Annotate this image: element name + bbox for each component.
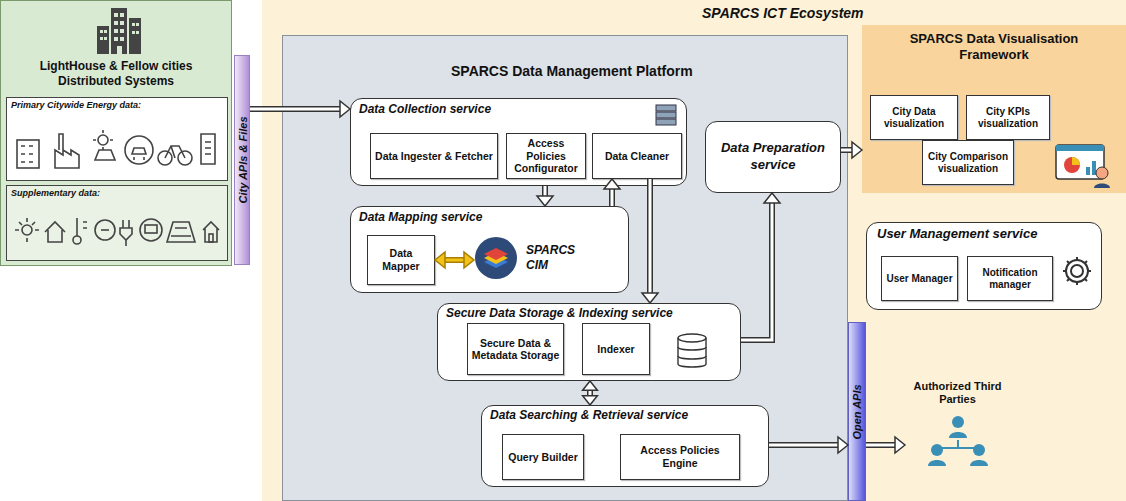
platform-region: SPARCS Data Management Platform Data Col…: [282, 35, 848, 501]
connector-outline: [866, 442, 895, 448]
connector-outline: [769, 442, 838, 448]
connector-outline: [841, 147, 852, 153]
service-box: Data Preparation service: [705, 121, 841, 193]
node-label: Data Ingester & Fetcher: [375, 150, 493, 163]
component-box: City KPIs visualization: [966, 95, 1050, 140]
third-party-group: Authorized Third Parties: [905, 380, 1010, 475]
service-box: User Management serviceUser Manager Notif…: [866, 222, 1102, 310]
node-label: Access Policies Configurator: [510, 137, 582, 175]
component-box: Data Cleaner: [592, 133, 682, 179]
component-box: City Comparison visualization: [922, 140, 1014, 185]
connector-fill: [611, 189, 614, 206]
node-label: Notification manager: [971, 267, 1049, 291]
server-icon: [653, 103, 679, 127]
connector-outline: [250, 106, 340, 112]
node-label: Data Mapper: [371, 247, 431, 272]
node-label: Query Builder: [508, 451, 577, 464]
city-buildings-icon: [93, 4, 145, 56]
component-box: Query Builder: [502, 434, 584, 480]
node-label: Data Mapping service: [359, 210, 579, 224]
service-box: Secure Data Storage & Indexing serviceSe…: [437, 303, 741, 381]
api-bar: City APIs & Files: [234, 55, 250, 265]
energy-data-icons: [15, 126, 221, 176]
connector-fill: [445, 259, 464, 262]
node-label: LightHouse & Fellow cities Distributed S…: [26, 59, 206, 89]
connector-fill: [841, 149, 852, 152]
cim-icon: [474, 236, 518, 280]
node-label: Data Cleaner: [605, 150, 669, 163]
connector-outline: [609, 189, 615, 206]
api-bar: Open APIs: [848, 322, 866, 501]
node-label: SPARCS Data Visualisation Framework: [894, 31, 1094, 64]
data-group-box: Primary Citywide Energy data:: [6, 97, 228, 181]
component-box: User Manager: [881, 256, 958, 301]
node-label: Open APIs: [851, 384, 863, 439]
node-label: Authorized Third Parties: [913, 380, 1003, 406]
node-label: SPARCS ICT Ecosystem: [702, 5, 942, 21]
component-box: Notification manager: [967, 256, 1053, 301]
node-label: Primary Citywide Energy data:: [11, 100, 231, 110]
component-box: Data Ingester & Fetcher: [370, 133, 498, 179]
component-box: Data Mapper: [367, 235, 435, 285]
node-label: Data Preparation service: [710, 140, 836, 174]
connector-fill: [649, 179, 652, 293]
component-box: City Data visualization: [870, 95, 958, 140]
connector-outline: [647, 179, 653, 293]
node-label: SPARCS Data Management Platform: [451, 63, 731, 79]
connector-outline: [445, 257, 464, 263]
component-box: Secure Data & Metadata Storage: [467, 323, 564, 375]
cim-model: SPARCS CIM: [472, 230, 582, 286]
connector-fill: [589, 390, 592, 396]
dashboard-icon: [1054, 143, 1114, 189]
node-label: Indexer: [597, 343, 634, 356]
node-label: Supplementary data:: [11, 188, 231, 198]
connector-outline: [542, 186, 548, 196]
node-label: Secure Data & Metadata Storage: [471, 337, 560, 361]
node-label: User Manager: [886, 273, 952, 285]
connector-fill: [250, 108, 340, 111]
component-box: Access Policies Configurator: [506, 133, 586, 179]
connector-fill: [769, 444, 838, 447]
component-box: Indexer: [582, 323, 650, 375]
service-box: Data Mapping serviceData Mapper SPARCS C…: [350, 206, 629, 293]
connector-outline: [587, 390, 593, 396]
node-label: Data Collection service: [359, 102, 619, 116]
ecosystem-region: SPARCS ICT EcosystemSPARCS Data Manageme…: [262, 0, 1126, 501]
connector-fill: [866, 444, 895, 447]
data-group-box: Supplementary data:: [6, 185, 228, 261]
source-panel: LightHouse & Fellow cities Distributed S…: [0, 0, 232, 266]
node-label: Secure Data Storage & Indexing service: [446, 306, 736, 320]
node-label: SPARCS CIM: [526, 243, 582, 273]
node-label: City KPIs visualization: [970, 106, 1046, 130]
visualisation-panel: SPARCS Data Visualisation FrameworkCity …: [862, 25, 1126, 193]
service-box: Data Searching & Retrieval serviceQuery …: [481, 405, 769, 487]
people-network-icon: [927, 414, 989, 472]
service-box: Data Collection serviceData Ingester & F…: [350, 98, 687, 186]
component-box: Access Policies Engine: [620, 434, 740, 480]
database-icon: [674, 330, 710, 372]
node-label: City Comparison visualization: [926, 151, 1010, 175]
connector-fill: [544, 186, 547, 196]
node-label: Access Policies Engine: [624, 444, 736, 469]
gear-icon: [1061, 255, 1093, 287]
node-label: City APIs & Files: [236, 116, 248, 203]
node-label: City Data visualization: [874, 106, 954, 130]
node-label: User Management service: [877, 226, 1087, 241]
supplementary-data-icons: [15, 210, 221, 252]
node-label: Data Searching & Retrieval service: [490, 408, 760, 422]
